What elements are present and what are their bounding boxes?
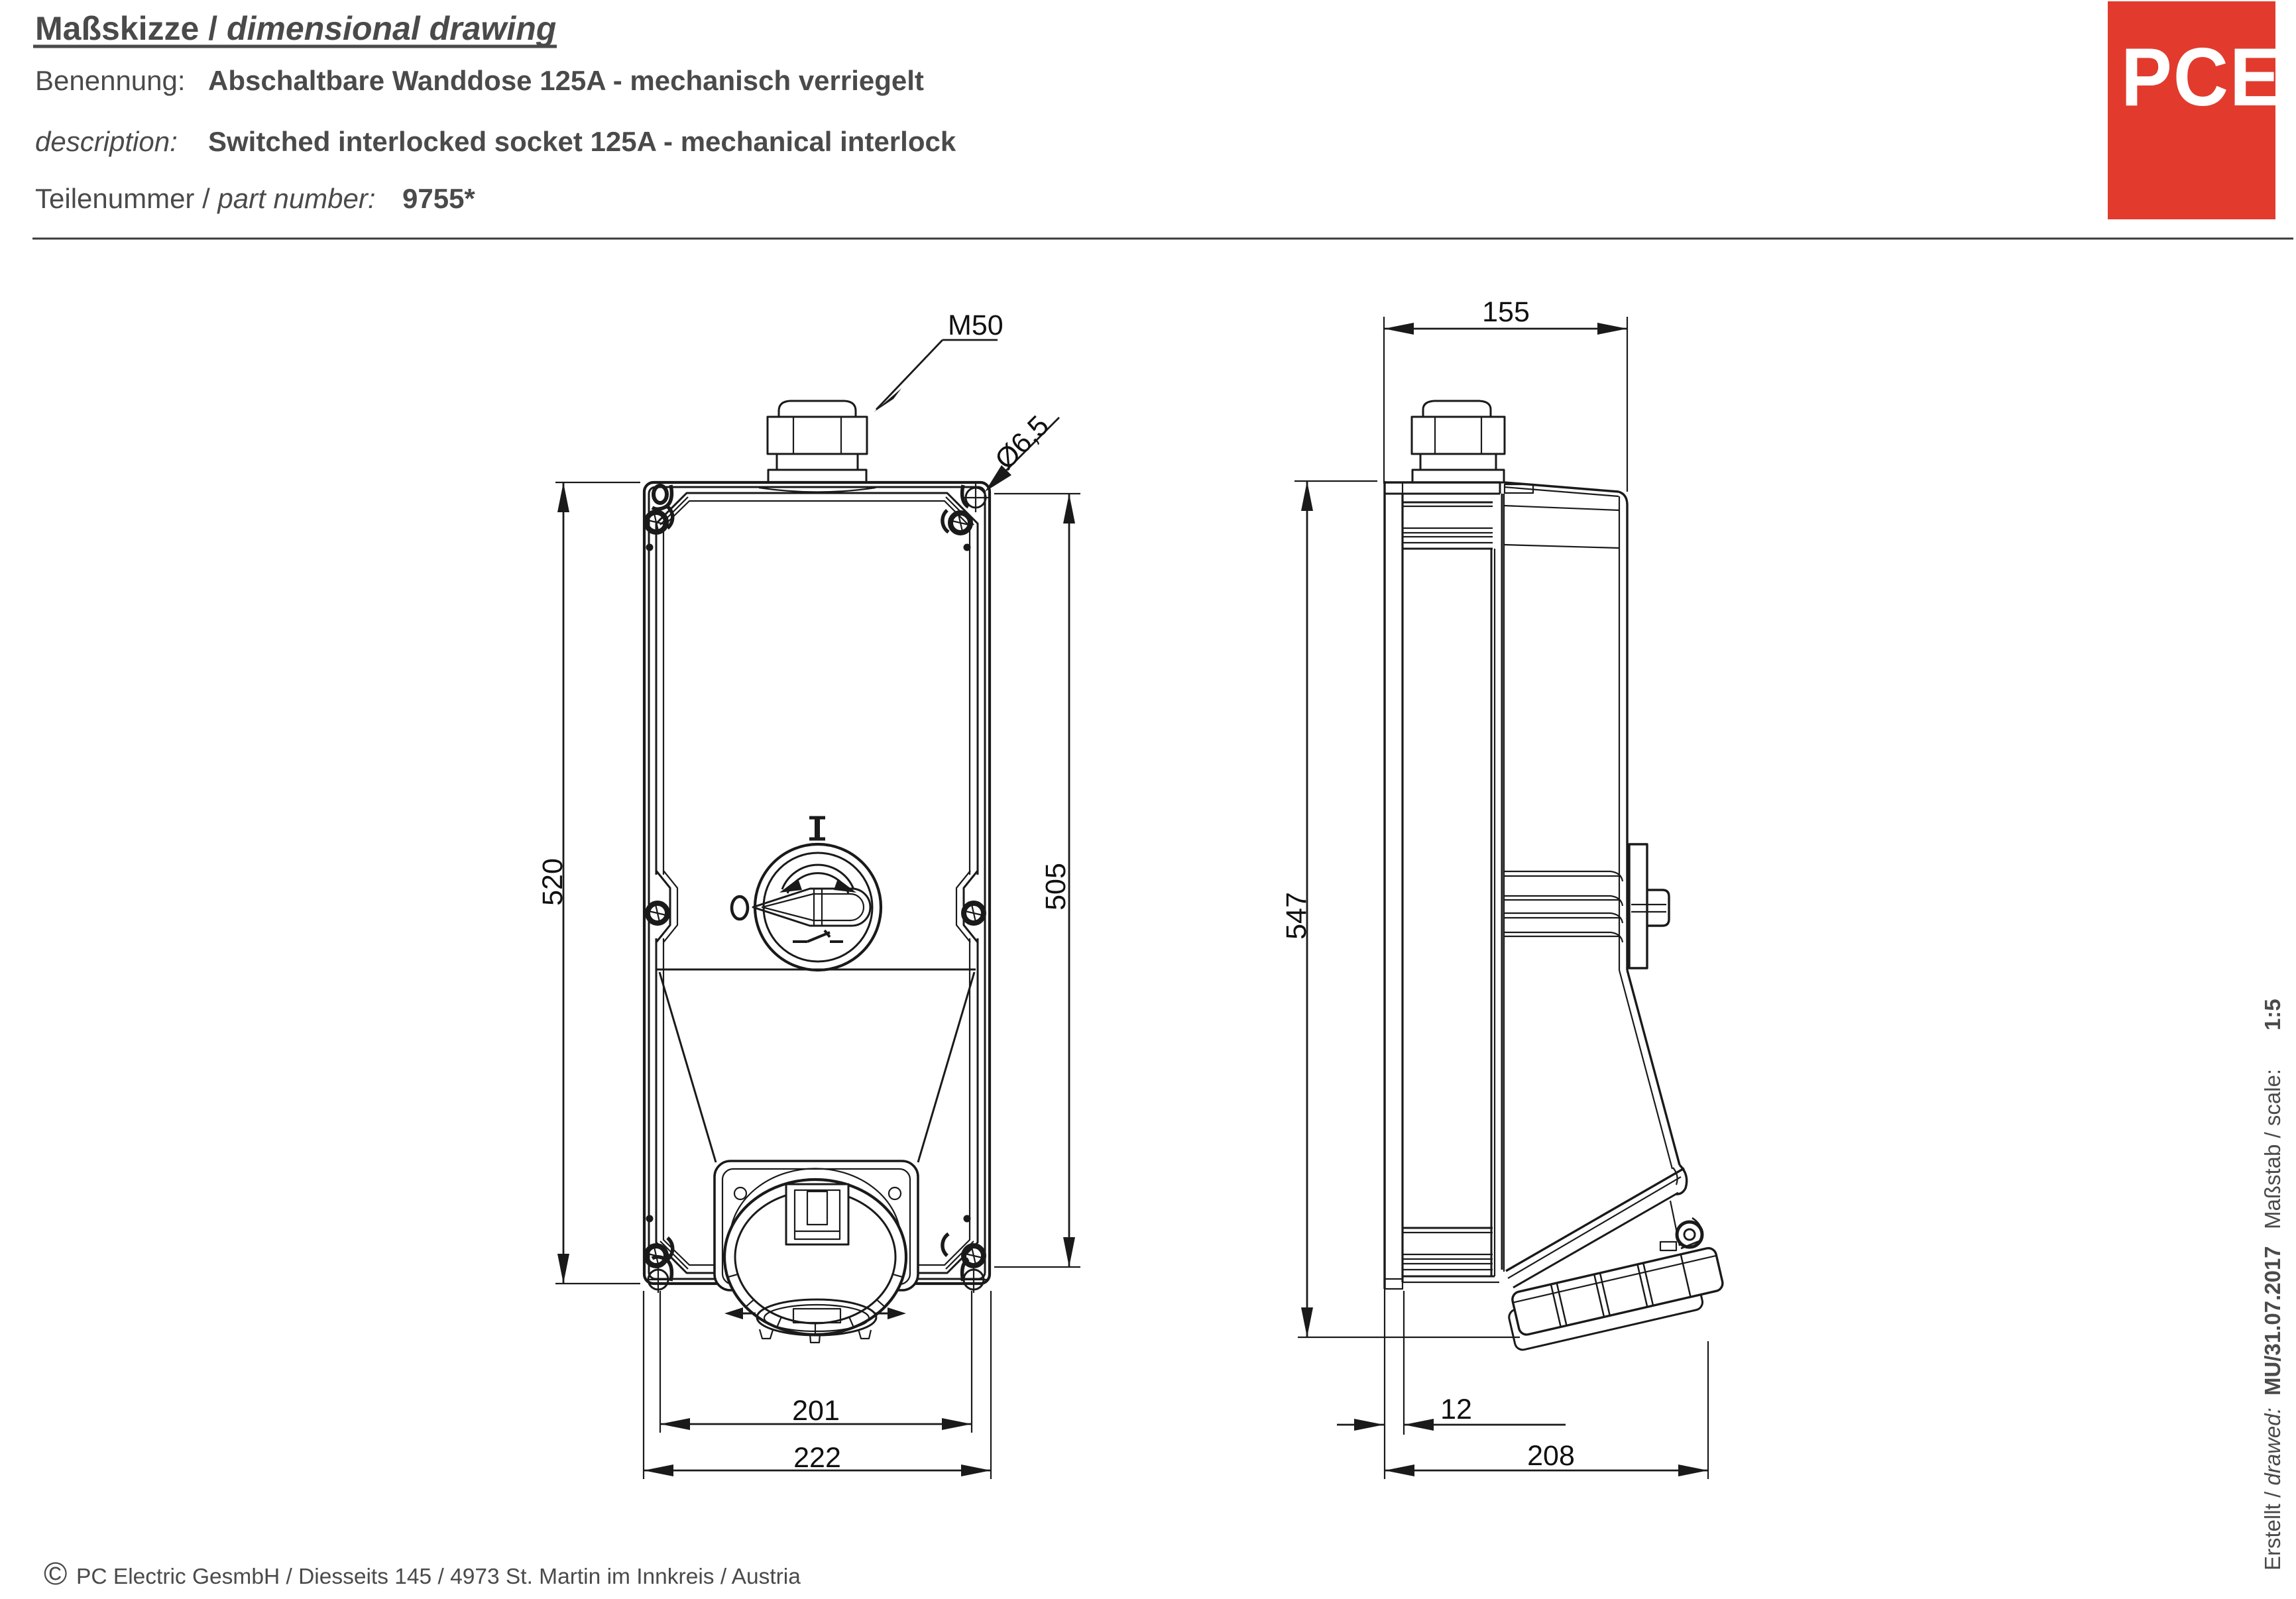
svg-text:9755*: 9755*: [402, 183, 475, 214]
svg-text:MU/31.07.2017: MU/31.07.2017: [2260, 1246, 2285, 1396]
svg-text:12: 12: [1440, 1394, 1472, 1425]
svg-text:222: 222: [793, 1442, 841, 1474]
svg-text:PCE: PCE: [2121, 32, 2282, 123]
svg-text:Benennung:: Benennung:: [35, 65, 186, 96]
svg-text:Maßstab / scale:: Maßstab / scale:: [2260, 1069, 2285, 1229]
svg-text:description:: description:: [35, 126, 178, 157]
svg-text:520: 520: [537, 858, 569, 906]
svg-text:505: 505: [1040, 863, 1072, 910]
svg-text:201: 201: [792, 1395, 840, 1427]
svg-text:M50: M50: [948, 309, 1004, 341]
svg-text:Erstellt / drawed:: Erstellt / drawed:: [2260, 1407, 2285, 1571]
svg-text:208: 208: [1527, 1440, 1575, 1472]
svg-text:Maßskizze / dimensional drawin: Maßskizze / dimensional drawing: [35, 10, 556, 47]
svg-text:Teilenummer / part number:: Teilenummer / part number:: [35, 183, 376, 214]
svg-text:1:5: 1:5: [2260, 999, 2285, 1030]
svg-text:Switched interlocked socket 12: Switched interlocked socket 125A - mecha…: [208, 126, 956, 157]
svg-text:©: ©: [44, 1557, 67, 1592]
svg-text:547: 547: [1281, 892, 1312, 940]
svg-text:Abschaltbare Wanddose 125A - m: Abschaltbare Wanddose 125A - mechanisch …: [208, 65, 924, 96]
svg-text:155: 155: [1482, 296, 1530, 328]
svg-text:Ø6,5: Ø6,5: [989, 410, 1055, 476]
svg-text:PC Electric GesmbH / Diesseits: PC Electric GesmbH / Diesseits 145 / 497…: [76, 1565, 801, 1589]
